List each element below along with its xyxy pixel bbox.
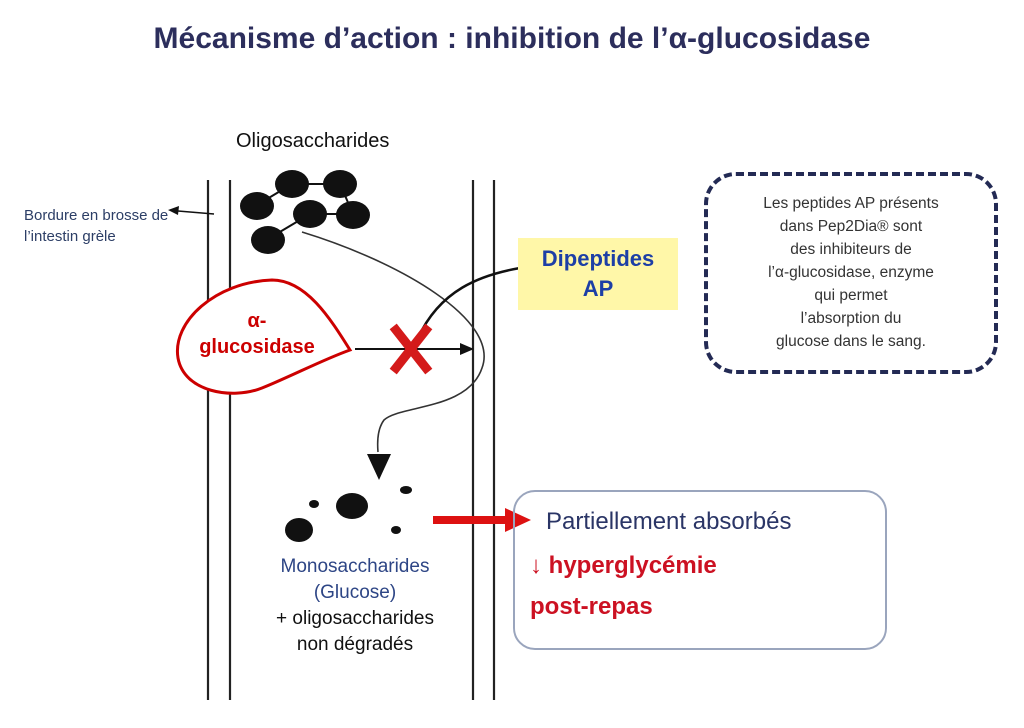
oligosaccharides-label: Oligosaccharides <box>236 130 390 152</box>
red-x-inhibition-icon <box>389 323 433 375</box>
monosaccharides-label: Monosaccharides (Glucose) + oligosacchar… <box>240 554 470 658</box>
info-line: Les peptides AP présents <box>763 195 939 212</box>
flow-arrowhead <box>367 454 391 480</box>
monosaccharide-molecules <box>285 486 412 542</box>
intestine-walls <box>206 180 496 700</box>
bordure-label: Bordure en brosse de l’intestin grèle <box>24 207 169 245</box>
enzyme-label-line2: glucosidase <box>199 336 315 358</box>
hyperglycemia-label: ↓ hyperglycémie <box>530 552 717 579</box>
info-line: dans Pep2Dia® sont <box>779 218 923 235</box>
dipeptides-line1: Dipeptides <box>541 246 655 271</box>
page-title: Mécanisme d’action : inhibition de l’α-g… <box>153 22 871 55</box>
absorption-red-arrow <box>433 508 531 532</box>
info-line: qui permet <box>814 287 888 304</box>
info-line: glucose dans le sang. <box>776 333 926 350</box>
post-meal-label: post-repas <box>530 593 653 620</box>
enzyme-label-line1: α- <box>247 310 267 332</box>
alpha-glucosidase-enzyme <box>175 278 353 395</box>
result-box <box>513 490 887 650</box>
info-line: des inhibiteurs de <box>790 241 912 258</box>
dipeptides-line2: AP <box>582 276 614 301</box>
dipeptides-box: Dipeptides AP <box>518 238 678 310</box>
digestion-flow-curve <box>301 231 485 453</box>
monosaccharides-line1: Monosaccharides <box>280 556 430 577</box>
info-line: l’α-glucosidase, enzyme <box>768 264 934 281</box>
monosaccharides-line2: (Glucose) <box>313 582 397 603</box>
enzyme-label: α- glucosidase <box>172 308 342 360</box>
oligosaccharide-molecule <box>240 170 370 254</box>
monosaccharides-line3: + oligosaccharides <box>276 608 434 629</box>
bordure-pointer-arrow <box>168 206 215 215</box>
info-line: l’absorption du <box>800 310 902 327</box>
info-callout: Les peptides AP présents dans Pep2Dia® s… <box>704 172 998 374</box>
monosaccharides-line4: non dégradés <box>296 634 414 655</box>
partially-absorbed-label: Partiellement absorbés <box>546 508 792 535</box>
dipeptide-inhibition-curve <box>416 266 521 339</box>
